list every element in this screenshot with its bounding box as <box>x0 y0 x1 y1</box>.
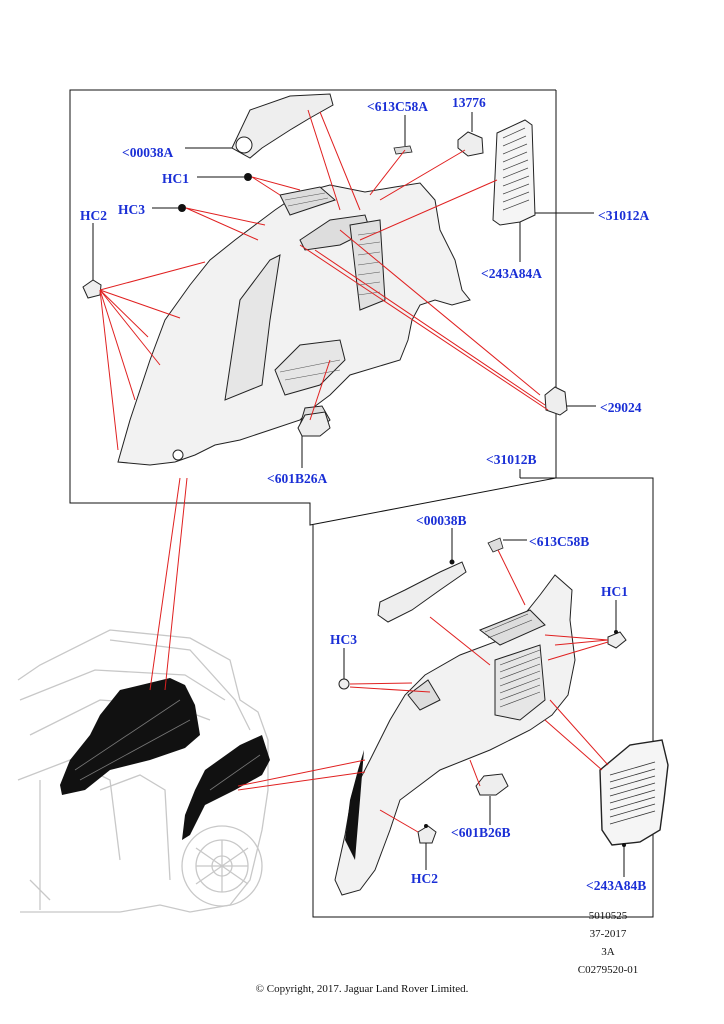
clip-613c58b <box>487 537 504 553</box>
clip-hc2-bottom <box>417 825 437 844</box>
label-243a84b: <243A84B <box>586 878 647 893</box>
rear-quarter-trim-panel-b <box>334 574 576 896</box>
cup-601b26b <box>475 773 509 796</box>
rear-quarter-trim-panel-a <box>117 182 471 466</box>
label-hc3-top: HC3 <box>118 202 145 217</box>
label-13776: 13776 <box>452 95 486 110</box>
doc-number: 5010525 <box>588 910 628 922</box>
clip-613c58a <box>393 145 413 155</box>
label-613c58b: <613C58B <box>529 534 590 549</box>
doc-date: 37-2017 <box>589 928 627 940</box>
label-00038a: <00038A <box>122 145 174 160</box>
label-00038b: <00038B <box>416 513 467 528</box>
vehicle-trim-highlight <box>60 678 270 840</box>
label-613c58a: <613C58A <box>367 99 428 114</box>
label-hc1-bottom: HC1 <box>601 584 628 599</box>
vent-grille-243a84b <box>599 739 669 846</box>
label-hc1-top: HC1 <box>162 171 189 186</box>
doc-revision: 3A <box>601 946 615 958</box>
label-243a84a: <243A84A <box>481 266 542 281</box>
label-hc3-bottom: HC3 <box>330 632 357 647</box>
label-hc2-top: HC2 <box>80 208 107 223</box>
label-hc2-bottom: HC2 <box>411 871 438 886</box>
label-31012b: <31012B <box>486 452 537 467</box>
vent-grille-243a84a <box>492 119 536 226</box>
clip-29024 <box>544 386 568 416</box>
doc-code: C0279520-01 <box>577 964 639 976</box>
label-601b26b: <601B26B <box>451 825 511 840</box>
clip-hc1-bottom <box>607 631 627 649</box>
label-601b26a: <601B26A <box>267 471 328 486</box>
label-31012a: <31012A <box>598 208 650 223</box>
clip-hc3-top <box>178 204 186 212</box>
clip-hc1-top <box>244 173 252 181</box>
clip-hc3-bottom <box>338 678 350 690</box>
bracket-00038a <box>231 93 334 159</box>
label-29024: <29024 <box>600 400 642 415</box>
bracket-00038b <box>377 561 467 623</box>
clip-hc2-top <box>82 279 102 299</box>
bottom-frame <box>312 477 654 918</box>
copyright-notice: © Copyright, 2017. Jaguar Land Rover Lim… <box>255 983 469 995</box>
